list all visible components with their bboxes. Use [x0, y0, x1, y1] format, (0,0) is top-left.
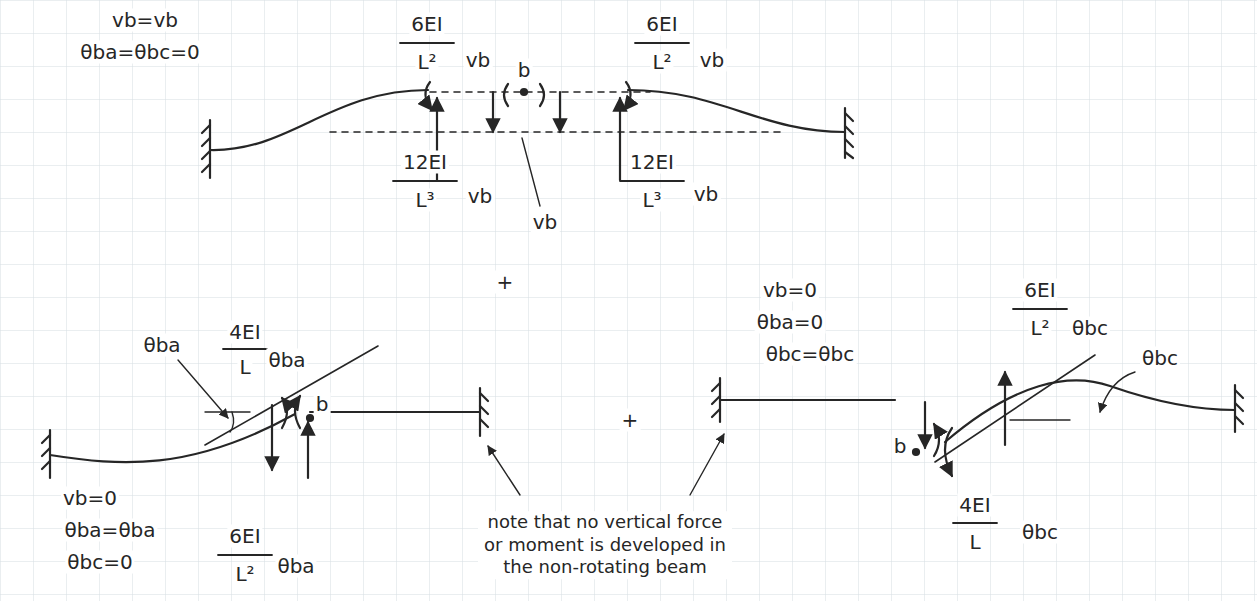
moment-arrow: [945, 428, 952, 476]
force-arrow: [492, 92, 494, 132]
deflected-beam: [628, 90, 845, 132]
fraction-denominator: L²: [415, 51, 438, 74]
tangent-line: [935, 355, 1095, 462]
condition-text: θbc=θbc: [764, 343, 857, 366]
variable-label: vb: [698, 49, 727, 72]
beam: [310, 411, 480, 413]
condition-text: θbc=0: [65, 551, 134, 574]
tangent-line: [205, 346, 378, 445]
fraction-numerator: 12EI: [628, 151, 676, 174]
leader-line: [690, 434, 724, 495]
joint-label: b: [892, 435, 909, 458]
variable-label: θba: [266, 349, 307, 372]
leader-line: [178, 360, 228, 418]
angle-label: θbc: [1140, 347, 1180, 370]
fraction-numerator: 6EI: [227, 525, 262, 548]
deflected-beam: [50, 414, 295, 462]
force-arrow: [1004, 372, 1006, 445]
fraction-denominator: L²: [650, 51, 673, 74]
joint-label: b: [314, 393, 331, 416]
condition-text: vb=0: [61, 487, 119, 510]
fraction-denominator: L²: [233, 563, 256, 586]
fraction-numerator: 6EI: [644, 13, 679, 36]
force-arrow: [559, 92, 561, 132]
fraction-numerator: 4EI: [227, 321, 262, 344]
condition-text: θba=θbc=0: [78, 41, 201, 64]
variable-label: vb: [692, 183, 721, 206]
moment-arrow: [282, 398, 287, 428]
fraction-denominator: L²: [1028, 317, 1051, 340]
variable-label: θbc: [1020, 521, 1060, 544]
fraction-numerator: 4EI: [957, 494, 992, 517]
variable-label: θbc: [1070, 317, 1110, 340]
variable-label: vb: [531, 211, 560, 234]
note-text: note that no vertical force or moment is…: [478, 511, 732, 579]
fraction-denominator: L: [237, 356, 252, 379]
plus-sign: +: [620, 409, 641, 432]
fraction-numerator: 6EI: [1022, 279, 1057, 302]
plus-sign: +: [495, 271, 516, 294]
angle-label: θba: [141, 334, 182, 357]
force-arrow: [271, 405, 273, 470]
beam: [720, 399, 895, 401]
variable-label: vb: [466, 185, 495, 208]
moment-arrow: [624, 82, 631, 110]
moment-arrow: [934, 424, 939, 456]
fraction-numerator: 12EI: [401, 151, 449, 174]
fraction-denominator: L³: [413, 189, 436, 212]
condition-text: θba=θba: [62, 519, 157, 542]
moment-arrow: [295, 396, 300, 428]
fixed-support: [42, 388, 488, 478]
condition-text: vb=0: [761, 279, 819, 302]
force-arrow: [307, 422, 309, 478]
condition-text: vb=vb: [110, 9, 180, 32]
variable-label: θba: [275, 555, 316, 578]
fixed-support: [712, 378, 1243, 432]
leader-line: [522, 138, 540, 206]
fraction-bar: [218, 43, 1067, 555]
fraction-denominator: L³: [640, 189, 663, 212]
fraction-denominator: L: [967, 531, 982, 554]
joint-label: b: [516, 59, 533, 82]
force-arrow: [619, 98, 621, 180]
deflected-beam: [945, 380, 1235, 442]
force-arrow: [924, 402, 926, 448]
variable-label: vb: [464, 49, 493, 72]
fixed-support: [202, 108, 853, 178]
fraction-numerator: 6EI: [409, 13, 444, 36]
leader-line: [1100, 372, 1135, 412]
moment-arrow: [425, 82, 432, 110]
condition-text: θba=0: [755, 311, 826, 334]
deflected-beam: [210, 90, 428, 150]
leader-line: [488, 446, 520, 495]
